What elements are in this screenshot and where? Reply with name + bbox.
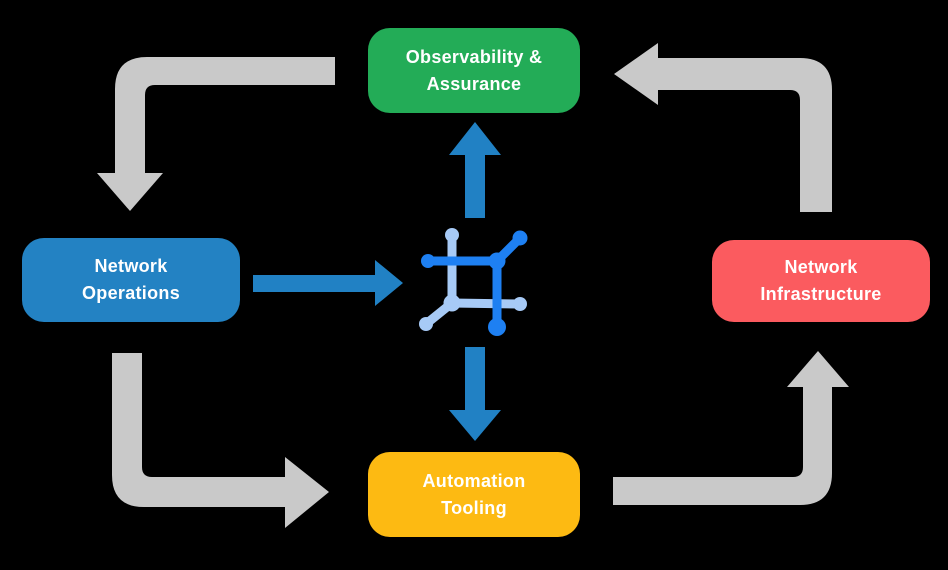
arrow-operations-to-hub (253, 260, 403, 306)
arrow-observability-to-operations (97, 57, 335, 211)
arrow-hub-to-observability (449, 122, 501, 218)
node-label-line: Assurance (426, 73, 522, 94)
node-automation-tooling: Automation Tooling (368, 452, 580, 537)
arrow-automation-to-infrastructure (613, 351, 849, 505)
network-mesh-icon-dark-nodes (421, 230, 528, 336)
node-observability-assurance: Observability & Assurance (368, 28, 580, 113)
node-network-infrastructure: Network Infrastructure (712, 240, 930, 322)
network-mesh-icon (419, 228, 528, 336)
node-label-line: Network (784, 257, 858, 277)
node-label-line: Observability & (405, 46, 543, 67)
arrow-operations-to-automation (112, 353, 329, 528)
node-label-line: Network (94, 256, 168, 276)
arrow-infrastructure-to-observability (614, 43, 832, 212)
node-label-line: Operations (81, 283, 181, 303)
node-label-line: Infrastructure (760, 284, 882, 304)
node-label-line: Automation (422, 470, 526, 491)
network-mesh-icon-light-nodes (419, 228, 527, 331)
node-label-line: Tooling (441, 497, 507, 518)
arrow-hub-to-automation (449, 347, 501, 441)
node-network-operations: Network Operations (22, 238, 240, 322)
